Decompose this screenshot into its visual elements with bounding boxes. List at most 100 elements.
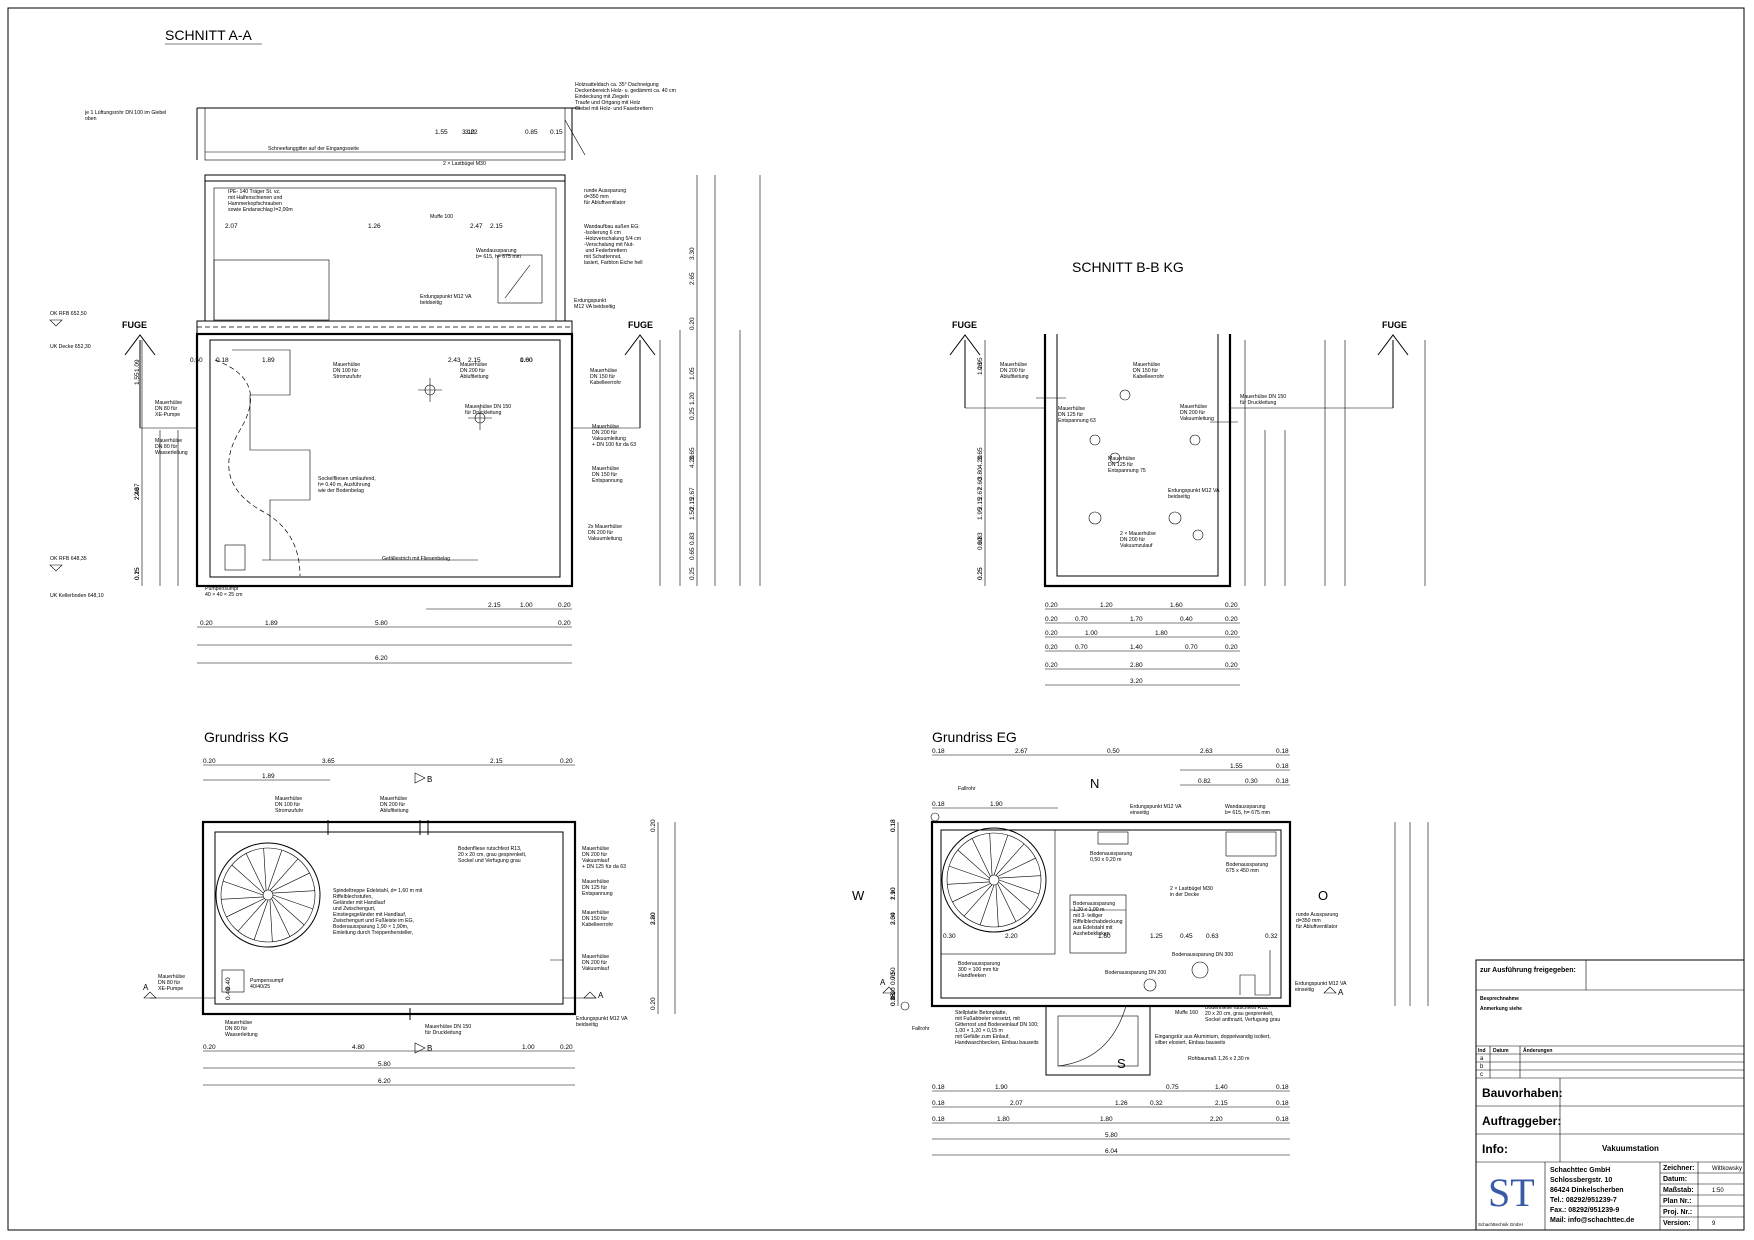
dim-eg-bottom: 0.18: [1276, 1100, 1289, 1107]
grundriss-kg-title: Grundriss KG: [204, 729, 289, 745]
kg-outer: [195, 332, 574, 588]
dim-bb: 1.00: [1085, 630, 1098, 637]
tb-field-label: Plan Nr.:: [1663, 1198, 1691, 1205]
floor-recess: [1097, 831, 1129, 845]
schnitt-aa-section: SCHNITT A-A: [49, 27, 761, 664]
dim-bb-vertical: 1.95: [977, 507, 984, 520]
section-marker-icon: [414, 1042, 426, 1054]
dim-bb-vertical: 2.15: [977, 497, 984, 510]
stair-tread: [949, 865, 990, 881]
tb-date-label: Besprechnahme: [1480, 996, 1519, 1002]
dim-eg-top: 1.55: [1230, 763, 1243, 770]
dim-eg-bottom: 1.80: [1100, 1116, 1113, 1123]
pipe-circle: [1192, 529, 1204, 541]
stair-tread: [963, 884, 993, 917]
dim-aa-vertical: 0.25: [689, 567, 696, 580]
kg-inner: [209, 339, 561, 578]
dim-lines: [897, 754, 1429, 1156]
pumpensumpf-box: [221, 969, 245, 993]
dim-aa-bottom: 1.00: [520, 602, 533, 609]
dim-bb: 0.20: [1045, 662, 1058, 669]
stair-tread: [272, 896, 305, 926]
tb-index-header: Datum: [1493, 1048, 1509, 1054]
roof-eave: [564, 119, 586, 156]
dim-bb: 0.20: [1045, 644, 1058, 651]
tb-info: Info:: [1482, 1142, 1508, 1156]
schnitt-bb-title: SCHNITT B-B KG: [1072, 259, 1184, 275]
annotation-note: Bodenfliese rutschfest R13,20 x 20 cm, g…: [458, 846, 526, 864]
floor-opening-circle: [1143, 978, 1157, 992]
dim-eg-bottom: 1.40: [1215, 1084, 1228, 1091]
dim-aa-vertical: 2.15: [689, 497, 696, 510]
dim-bb: 0.70: [1075, 616, 1088, 623]
vertical-dim-lines: [984, 340, 1426, 586]
stair-tread: [272, 894, 313, 910]
wall-detail: [550, 959, 564, 1004]
annotation-note: Gefällestrich mit Fliesenbelag: [382, 556, 450, 562]
title-block-fields: Zeichner:WittkowskyDatum:Maßstab:1:50Pla…: [1663, 1165, 1742, 1227]
fuge-arrow-right: FUGE: [1230, 320, 1409, 409]
fuge-arrow-left: FUGE: [122, 320, 156, 428]
annotation-note: Stellplatte Betonplatte,mit Fußabtreter …: [955, 1010, 1039, 1046]
compass-west: W: [852, 888, 865, 903]
dim-bb: 1.80: [1155, 630, 1168, 637]
dim-aa-vertical: 0.65: [689, 547, 696, 560]
fallrohr-circle: [900, 1001, 910, 1011]
dim-eg-bottom: 1.26: [1115, 1100, 1128, 1107]
company-line: Tel.: 08292/951239-7: [1550, 1197, 1617, 1204]
annotation-note: Bodenfliese rutschfest R13,20 x 20 cm, g…: [1205, 1005, 1280, 1023]
floor-recess: [1225, 831, 1277, 857]
dim-bb-vertical: 1.26: [977, 362, 984, 375]
dim-bb-vertical: 0.60: [977, 537, 984, 550]
dim-eg-bottom: 0.18: [932, 1100, 945, 1107]
dim-aa-inner: 1.00: [520, 357, 533, 364]
dim-eg-vertical: 0.70: [890, 972, 897, 985]
dim-eg-vertical: 0.18: [890, 819, 897, 832]
dim-eg-top: 0.50: [1107, 748, 1120, 755]
stair-tread: [272, 890, 315, 894]
kg-plan-inner: [214, 831, 564, 1005]
dim-aa-inner: 0.18: [216, 357, 229, 364]
stair-outline: [214, 359, 301, 577]
dim-eg-top: 0.18: [1276, 763, 1289, 770]
section-marker-icon: [414, 772, 426, 784]
tb-index-row: a: [1480, 1056, 1484, 1062]
entrance-pad: [1045, 1005, 1151, 1076]
dim-aa-vertical: 1.09: [134, 359, 141, 372]
section-marker-icon: [1323, 986, 1337, 994]
dim-kg-inner: 0.40: [225, 987, 232, 1000]
dim-eg-inner: 1.60: [1098, 933, 1111, 940]
pipe-circle: [1089, 434, 1101, 446]
stair-tread: [998, 881, 1031, 911]
stair-tread: [998, 875, 1041, 879]
stair-tread: [998, 879, 1039, 895]
dim-eg-vertical: 0.18: [890, 993, 897, 1006]
stair-tread: [947, 881, 990, 885]
dim-bb: 0.20: [1225, 644, 1238, 651]
tb-field-label: Proj. Nr.:: [1663, 1209, 1692, 1216]
dim-kg-top: 3.65: [322, 758, 335, 765]
dim-aa-vertical: 2.40: [134, 487, 141, 500]
dim-eg-vertical: 0.35: [890, 993, 897, 1006]
dim-aa-bottom: 1.89: [265, 620, 278, 627]
fallrohr-circle: [930, 812, 940, 822]
